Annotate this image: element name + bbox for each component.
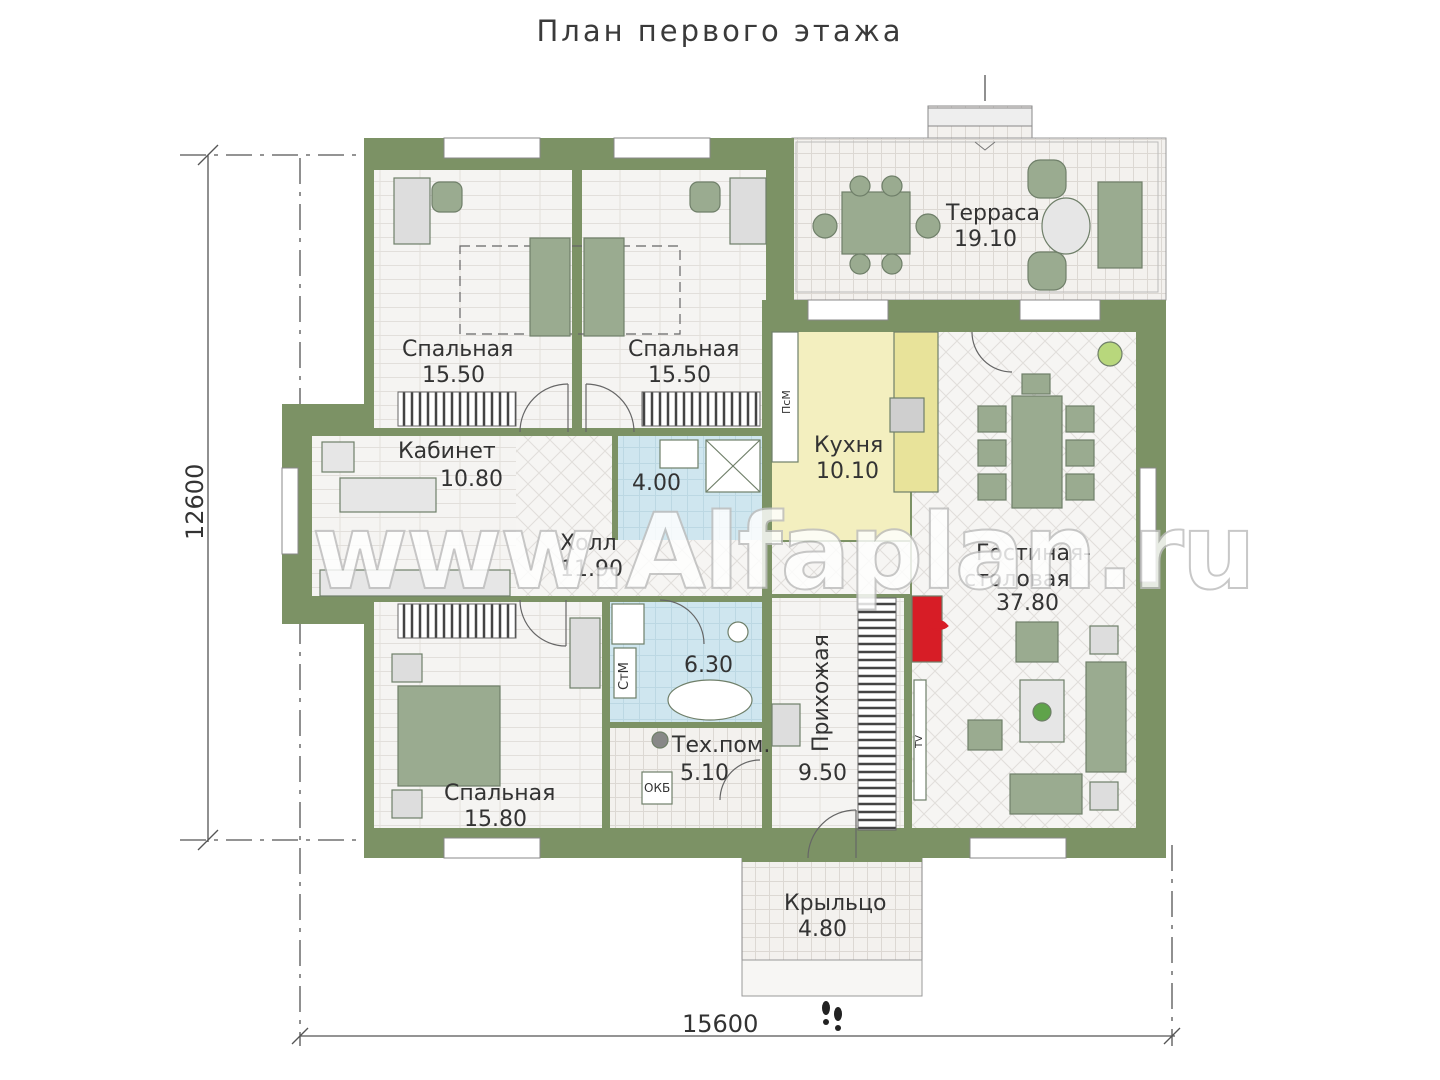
room-hall-name: Холл bbox=[560, 531, 617, 556]
room-tech-area: 5.10 bbox=[680, 761, 729, 786]
doors bbox=[519, 331, 1013, 859]
room-hall-area: 11.90 bbox=[560, 557, 623, 582]
room-bedroom-2-name: Спальная bbox=[628, 337, 739, 362]
room-terrace-area: 19.10 bbox=[954, 227, 1017, 252]
room-terrace-name: Терраса bbox=[945, 201, 1040, 226]
room-entry-area: 9.50 bbox=[798, 761, 847, 786]
dimension-width: 15600 bbox=[682, 1010, 758, 1038]
room-living-area: 37.80 bbox=[996, 591, 1059, 616]
windows bbox=[281, 107, 1157, 859]
partitions bbox=[310, 166, 912, 832]
room-wc-area: 4.00 bbox=[632, 471, 681, 496]
room-bath-area: 6.30 bbox=[684, 653, 733, 678]
dimension-height: 12600 bbox=[181, 464, 209, 540]
room-bedroom-2-area: 15.50 bbox=[648, 363, 711, 388]
room-labels: Спальная 15.50 Спальная 15.50 Терраса 19… bbox=[398, 201, 1091, 942]
boiler-label: ОКБ bbox=[644, 781, 670, 795]
room-porch-name: Крыльцо bbox=[784, 891, 886, 916]
room-living-name-1: Гостиная- bbox=[976, 541, 1091, 566]
room-living-name-2: столовая bbox=[964, 567, 1070, 592]
porch bbox=[741, 855, 923, 997]
watermark: www.Alfaplan.ru bbox=[312, 491, 1254, 613]
room-bedroom-1-name: Спальная bbox=[402, 337, 513, 362]
wardrobes bbox=[397, 391, 897, 831]
room-bedroom-3-area: 15.80 bbox=[464, 807, 527, 832]
washer-label: СтМ bbox=[617, 662, 632, 690]
room-porch-area: 4.80 bbox=[798, 917, 847, 942]
furniture bbox=[319, 159, 1143, 819]
page-title: План первого этажа bbox=[536, 14, 904, 48]
room-office-name: Кабинет bbox=[398, 439, 496, 464]
room-entry-name: Прихожая bbox=[809, 634, 834, 752]
room-office-area: 10.80 bbox=[440, 467, 503, 492]
room-bedroom-1-area: 15.50 bbox=[422, 363, 485, 388]
room-tech-name: Тех.пом. bbox=[671, 733, 770, 758]
footprints-icon bbox=[822, 1001, 842, 1031]
room-bedroom-3-name: Спальная bbox=[444, 781, 555, 806]
dishwasher-label: ПсМ bbox=[780, 390, 793, 414]
room-kitchen-area: 10.10 bbox=[816, 459, 879, 484]
dimension-lines bbox=[180, 75, 1181, 1046]
tv-label: TV bbox=[914, 735, 925, 749]
room-kitchen-name: Кухня bbox=[814, 433, 883, 458]
